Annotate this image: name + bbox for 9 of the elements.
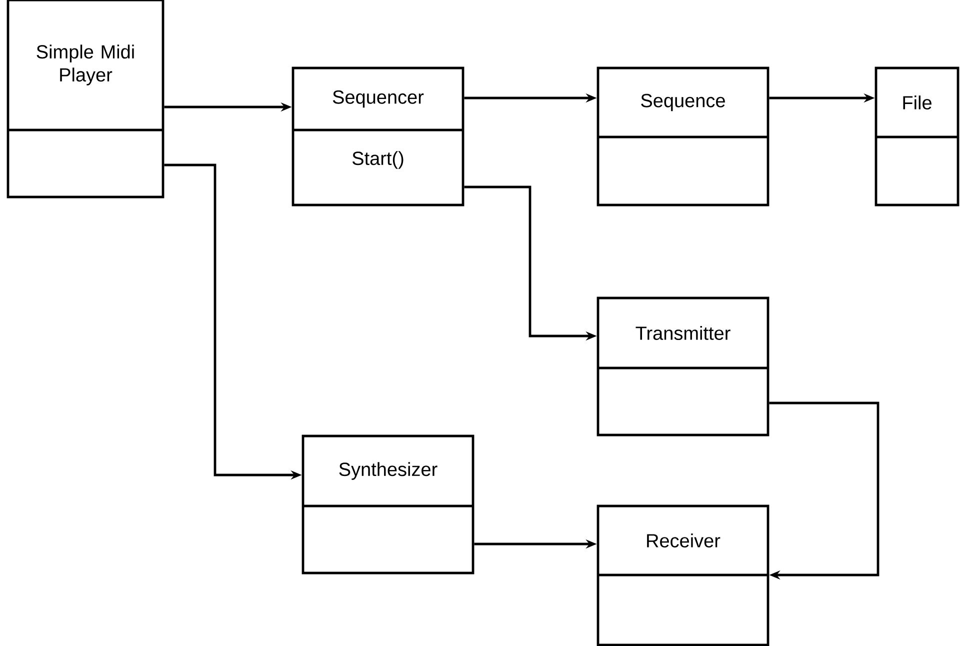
arrow — [769, 402, 880, 580]
class-name: File — [903, 96, 932, 110]
class-name: Synthesizer — [339, 462, 438, 480]
class-name: Sequencer — [332, 90, 424, 108]
method-label: Start() — [352, 151, 404, 169]
class-name: Transmitter — [636, 326, 730, 340]
class-name: Receiver — [647, 534, 720, 548]
class-name: Sequence — [641, 94, 725, 112]
class-name: Simple Midi Player — [36, 44, 134, 86]
